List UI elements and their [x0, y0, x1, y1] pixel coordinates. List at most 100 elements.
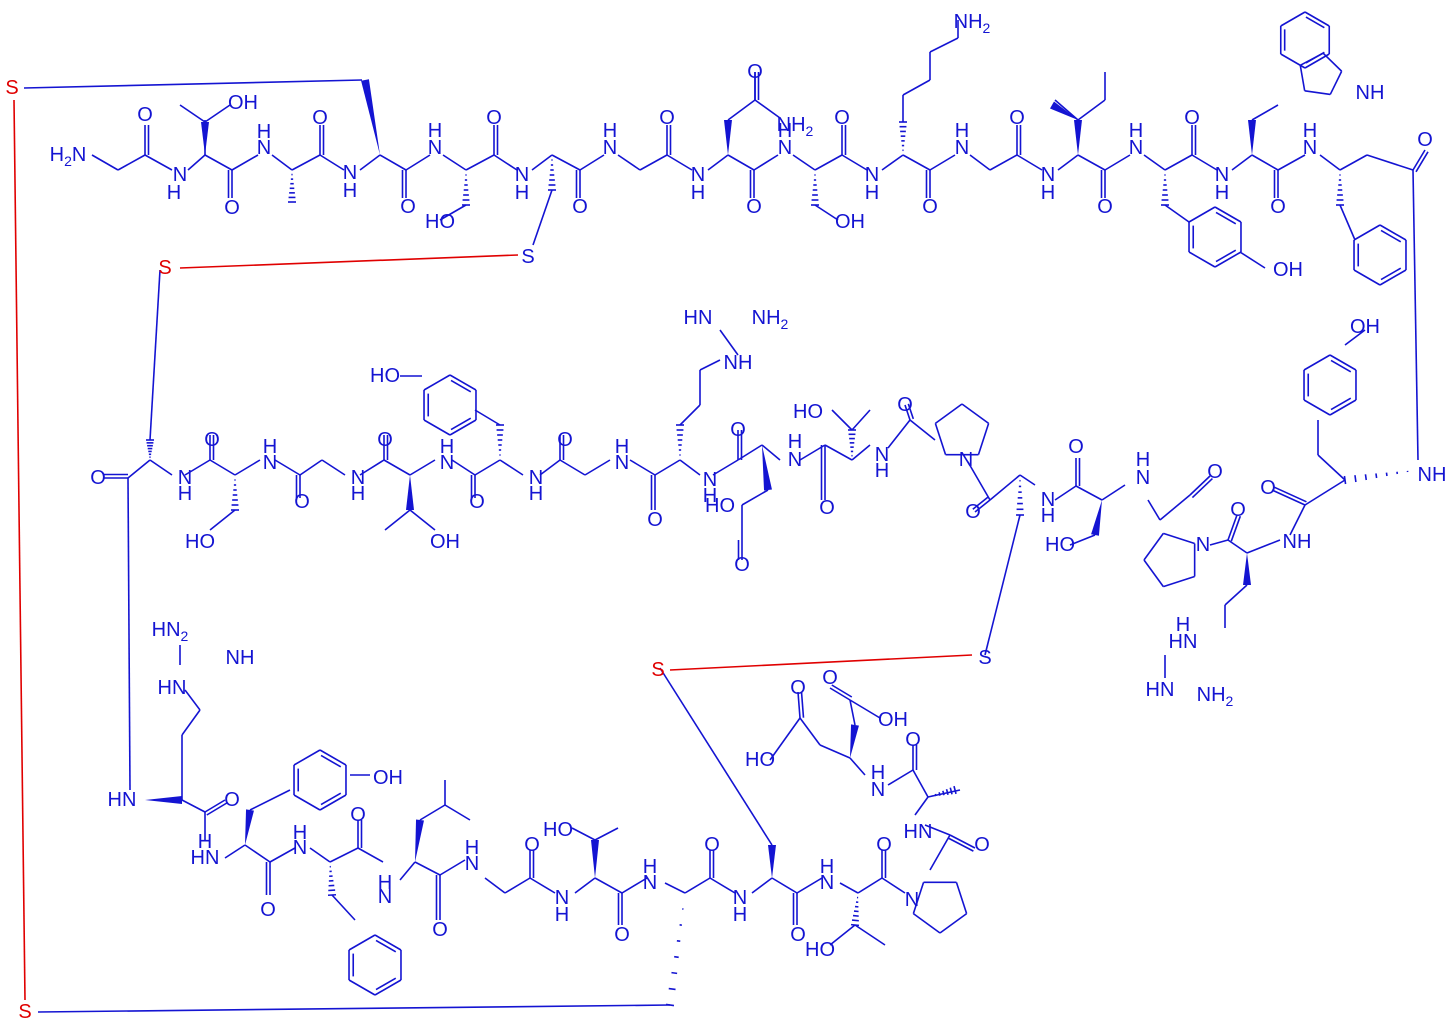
sulfur: S: [521, 246, 534, 268]
bond: [275, 460, 300, 475]
sulfur: S: [158, 257, 171, 279]
hash-bond: [671, 973, 677, 974]
bond: [128, 460, 150, 478]
atom-label: H: [703, 485, 717, 507]
atom-label: H: [515, 182, 529, 204]
atom-label: O: [260, 899, 276, 921]
bond: [640, 155, 667, 170]
amine-nh2: NH2: [954, 11, 991, 36]
bond: [245, 845, 270, 862]
atom-label: H: [865, 182, 879, 204]
bond: [494, 155, 517, 170]
bond: [505, 878, 530, 893]
atom-label: O: [557, 429, 573, 451]
bond: [840, 883, 858, 893]
hash-bond: [1376, 473, 1377, 478]
bond: [888, 770, 913, 785]
atom-label: OH: [430, 531, 460, 553]
hash-bond: [947, 789, 948, 795]
bond: [990, 475, 1020, 500]
atom-label: O: [1270, 196, 1286, 218]
atom-label: O: [1230, 499, 1246, 521]
atom-label: O: [524, 834, 540, 856]
bond: [385, 510, 410, 530]
hash-bond: [1365, 474, 1366, 480]
bond: [440, 860, 465, 875]
ring-bond: [978, 423, 988, 454]
bond: [752, 878, 772, 893]
wedge-bond: [145, 796, 182, 804]
atom-label: O: [90, 467, 106, 489]
bond: [1240, 252, 1265, 268]
ring-bond: [1189, 207, 1215, 222]
atom-label: O: [350, 804, 366, 826]
atom-label: O: [704, 834, 720, 856]
bond: [797, 878, 822, 893]
atom-label: H: [643, 856, 657, 878]
bond: [680, 405, 700, 425]
bond: [360, 155, 380, 170]
guan-h2n: HN2: [152, 619, 189, 644]
bond: [913, 770, 928, 797]
atom-label: H: [788, 431, 802, 453]
bond: [667, 155, 692, 170]
atom-label: H: [198, 831, 212, 853]
atom-label: NH: [1356, 82, 1385, 104]
bond: [384, 460, 410, 475]
wedge-bond: [406, 475, 414, 510]
atom-label: N: [1196, 534, 1210, 556]
bond: [855, 925, 885, 945]
bond: [1232, 155, 1252, 170]
bond: [1055, 486, 1076, 500]
atom-label: H: [465, 837, 479, 859]
ring-bond: [913, 914, 940, 933]
atom-label: OH: [373, 767, 403, 789]
bond: [595, 828, 618, 840]
atom-label: O: [486, 107, 502, 129]
bond: [742, 490, 768, 505]
bond: [842, 155, 867, 170]
atom-label: O: [905, 729, 921, 751]
wedge-bond: [245, 809, 254, 845]
disulfide-bond: [14, 100, 25, 1000]
wedge-bond: [1248, 120, 1256, 155]
atom-label: H: [1215, 182, 1229, 204]
bond: [24, 80, 362, 88]
atom-label: H: [955, 120, 969, 142]
bond: [475, 460, 500, 475]
atom-label: O: [965, 501, 981, 523]
atom-label: O: [469, 491, 485, 513]
bond: [772, 878, 797, 893]
double-bond: [1272, 490, 1305, 505]
bond: [820, 745, 850, 758]
bond: [930, 38, 958, 52]
bond: [850, 700, 855, 725]
atom-label: HO: [745, 749, 775, 771]
oxygen: O: [224, 197, 240, 219]
bond: [235, 460, 260, 475]
bond: [210, 510, 235, 530]
bond: [1305, 480, 1345, 505]
atom-label: H: [820, 856, 834, 878]
bond: [475, 410, 500, 425]
atom-label: O: [746, 196, 762, 218]
bond: [832, 410, 852, 430]
ring-bond: [1163, 533, 1194, 543]
bond: [850, 700, 880, 718]
atom-label: O: [400, 196, 416, 218]
wedge-bond: [415, 820, 424, 862]
bond: [205, 105, 230, 122]
bond: [452, 460, 475, 475]
ring-bond: [940, 914, 967, 933]
bond: [150, 270, 160, 440]
bond: [575, 878, 595, 893]
bond: [1165, 205, 1189, 222]
bond: [380, 155, 406, 170]
bond: [852, 445, 870, 460]
guan-nh2: NH2: [752, 307, 789, 332]
hash-bond: [1355, 475, 1356, 482]
hash-bond: [943, 791, 944, 795]
atom-label: H: [555, 904, 569, 926]
bond: [225, 845, 245, 858]
bond: [443, 155, 466, 170]
